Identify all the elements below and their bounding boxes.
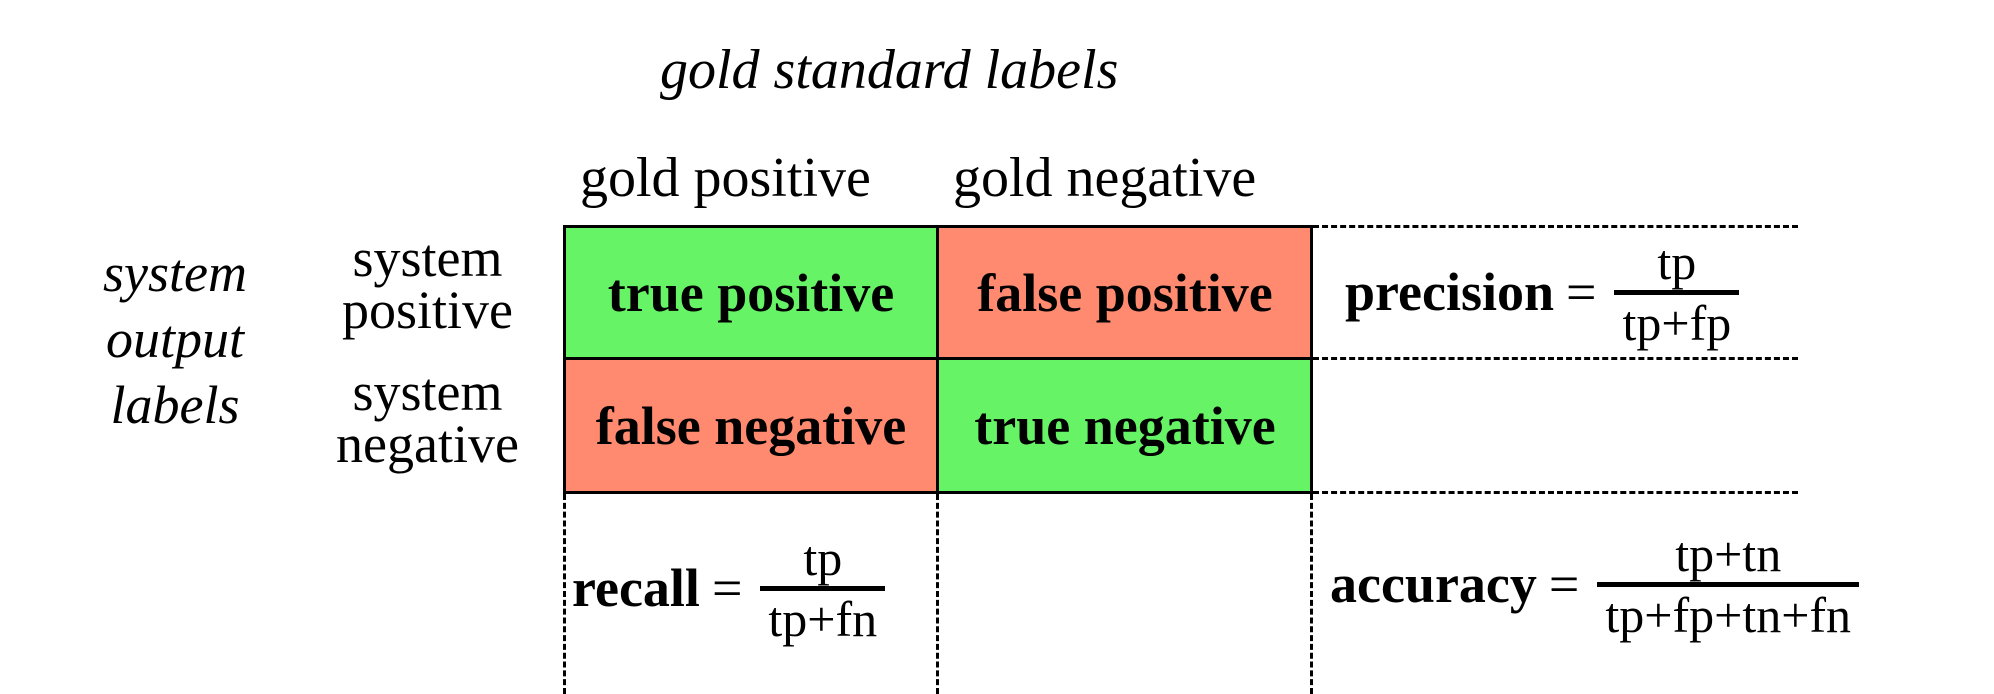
dashed-line-top: [1313, 225, 1798, 228]
dashed-line-bottom: [1313, 491, 1798, 494]
cell-true-positive: true positive: [564, 226, 938, 359]
recall-numerator: tp: [803, 529, 843, 586]
recall-denominator: tp+fn: [768, 590, 878, 647]
dashed-line-left: [563, 494, 566, 694]
grid-line-right: [1310, 225, 1313, 494]
accuracy-fraction: tp+tn tp+fp+tn+fn: [1597, 525, 1860, 643]
recall-equals: =: [711, 558, 743, 618]
grid-line-left: [563, 225, 566, 494]
column-header-gold-negative: gold negative: [953, 147, 1257, 209]
accuracy-equals: =: [1548, 554, 1580, 614]
precision-formula: precision = tp tp+fp: [1345, 228, 1740, 356]
accuracy-label: accuracy: [1330, 554, 1537, 614]
system-output-labels: system output labels: [80, 240, 270, 438]
precision-label: precision: [1345, 262, 1555, 322]
dashed-line-right: [1310, 494, 1313, 694]
row-header-2-line-1: system: [352, 362, 503, 422]
precision-fraction: tp tp+fp: [1614, 233, 1740, 351]
grid-line-center: [936, 225, 939, 494]
side-label-line-1: system: [103, 243, 247, 303]
recall-label: recall: [572, 558, 700, 618]
recall-formula: recall = tp tp+fn: [572, 524, 886, 652]
dashed-line-middle: [1313, 357, 1798, 360]
accuracy-denominator: tp+fp+tn+fn: [1605, 586, 1852, 643]
precision-numerator: tp: [1657, 233, 1697, 290]
row-header-1-line-1: system: [352, 228, 503, 288]
row-header-system-positive: system positive: [325, 228, 530, 340]
row-header-system-negative: system negative: [325, 362, 530, 474]
cell-false-negative: false negative: [564, 359, 938, 493]
diagram-title: gold standard labels: [660, 39, 1119, 101]
side-label-line-3: labels: [110, 375, 240, 435]
accuracy-formula: accuracy = tp+tn tp+fp+tn+fn: [1330, 520, 1860, 648]
precision-denominator: tp+fp: [1622, 294, 1732, 351]
accuracy-numerator: tp+tn: [1675, 525, 1782, 582]
cell-true-negative: true negative: [938, 359, 1312, 493]
precision-equals: =: [1566, 262, 1597, 322]
dashed-line-center: [936, 494, 939, 694]
row-header-1-line-2: positive: [342, 280, 513, 340]
recall-fraction: tp tp+fn: [760, 529, 886, 647]
row-header-2-line-2: negative: [336, 414, 519, 474]
precision-fraction-bar: [1614, 289, 1740, 295]
side-label-line-2: output: [105, 309, 244, 369]
cell-false-positive: false positive: [938, 226, 1312, 359]
recall-fraction-bar: [760, 585, 886, 591]
accuracy-fraction-bar: [1597, 581, 1860, 587]
column-header-gold-positive: gold positive: [580, 147, 871, 209]
